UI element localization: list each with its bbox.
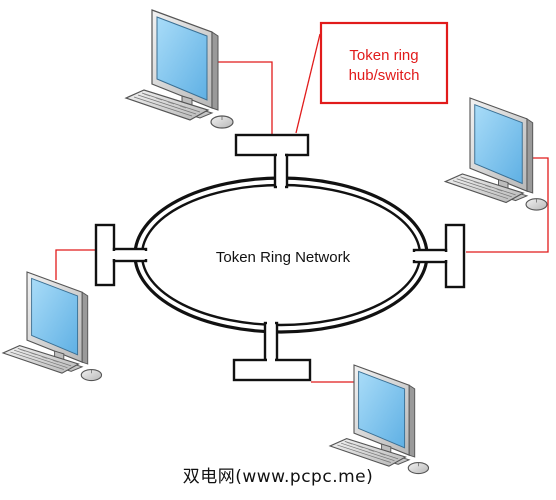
link-top-left bbox=[208, 61, 273, 134]
callout-line-2: hub/switch bbox=[349, 67, 420, 84]
link-left bbox=[55, 249, 96, 280]
computer-top-left-icon bbox=[125, 9, 234, 129]
callout-line-1: Token ring bbox=[349, 47, 418, 64]
link-right bbox=[466, 157, 549, 253]
computer-left-icon bbox=[2, 271, 103, 382]
computer-right-icon bbox=[444, 97, 548, 211]
hub-top bbox=[234, 133, 310, 157]
hub-bottom bbox=[232, 358, 312, 382]
hub-callout: Token ring hub/switch bbox=[295, 21, 449, 134]
ring-label: Token Ring Network bbox=[216, 249, 351, 266]
watermark: 双电网(www.pcpc.me) bbox=[182, 467, 374, 487]
computer-bottom-icon bbox=[329, 364, 430, 475]
